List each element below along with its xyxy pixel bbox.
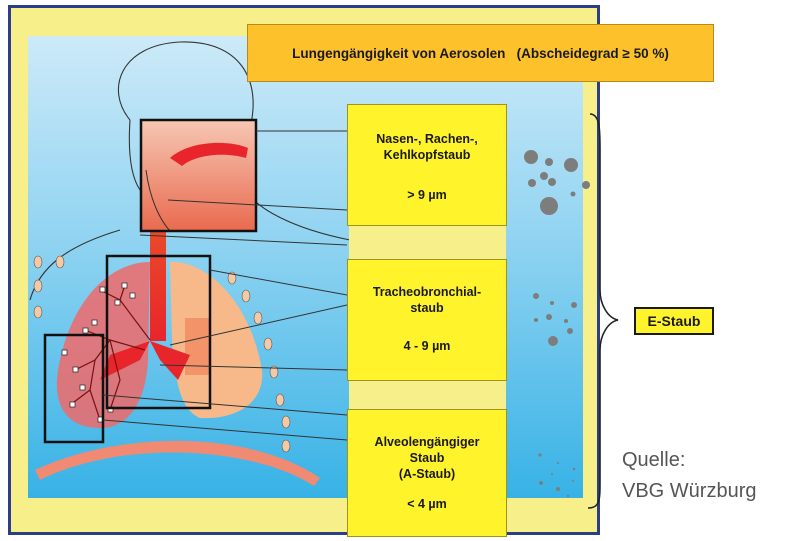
band-1 [349, 226, 506, 259]
label-nose-throat-dust: Nasen-, Rachen-, Kehlkopfstaub > 9 µm [347, 104, 507, 226]
label-name-line: Kehlkopfstaub [348, 147, 506, 163]
particles-large [524, 150, 590, 215]
diaphragm [35, 441, 320, 486]
label-name-line: Alveolengängiger [348, 434, 506, 450]
left-lung [170, 262, 262, 418]
label-name-line: staub [348, 300, 506, 316]
label-name-line: Staub [348, 450, 506, 466]
label-name-line: (A-Staub) [348, 466, 506, 482]
label-alveolar-dust: Alveolengängiger Staub (A-Staub) < 4 µm [347, 409, 507, 537]
particles-medium [533, 293, 577, 346]
source-line: VBG Würzburg [622, 476, 756, 507]
band-2 [349, 381, 506, 409]
particles-small [538, 453, 575, 497]
source-credit: Quelle: VBG Würzburg [622, 445, 756, 507]
brace [588, 114, 618, 508]
trachea [150, 231, 166, 341]
source-line: Quelle: [622, 445, 756, 476]
label-name-line: Nasen-, Rachen-, [348, 131, 506, 147]
diagram-title: Lungengängigkeit von Aerosolen (Abscheid… [247, 24, 714, 82]
label-tracheobronchial-dust: Tracheobronchial- staub 4 - 9 µm [347, 259, 507, 381]
label-size: 4 - 9 µm [348, 338, 506, 354]
label-size: > 9 µm [348, 187, 506, 203]
label-name-line: Tracheobronchial- [348, 284, 506, 300]
label-size: < 4 µm [348, 496, 506, 512]
e-staub-label: E-Staub [634, 307, 714, 335]
